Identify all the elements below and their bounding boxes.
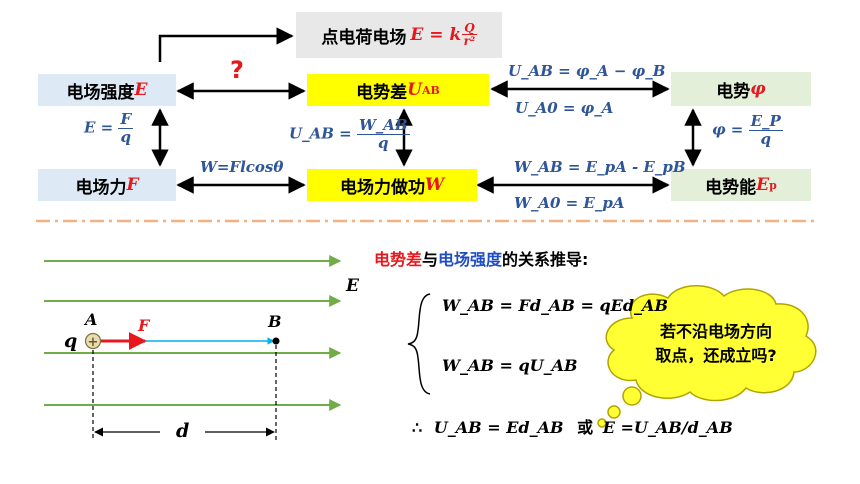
point-b-label: B bbox=[268, 312, 282, 331]
potential-energy-sub: p bbox=[769, 178, 777, 192]
derivation-line3: ∴ U_AB = Ed_AB 或 E =U_AB/d_AB bbox=[412, 414, 733, 438]
potential-box: 电势 φ bbox=[671, 72, 811, 106]
section-title-part2: 与 bbox=[422, 250, 439, 269]
formula-uab-wq-fraction: W_AB q bbox=[356, 116, 410, 152]
formula-wa0-ep: W_A0 = E_pA bbox=[514, 194, 625, 212]
formula-e-fq-num: F bbox=[118, 110, 134, 129]
formula-uab-wq: U_AB = W_AB q bbox=[289, 116, 410, 152]
charge-plus-sign: + bbox=[88, 335, 99, 350]
charge-label-q: q bbox=[64, 330, 78, 352]
formula-e-fq-den: q bbox=[120, 127, 132, 146]
field-strength-label: 电场强度 bbox=[66, 82, 135, 103]
potential-energy-symbol: E bbox=[756, 175, 770, 195]
point-a-label: A bbox=[85, 310, 98, 329]
derivation-line3b: E =U_AB/d_AB bbox=[602, 418, 733, 437]
formula-uab-wq-lhs: U_AB = bbox=[289, 124, 352, 143]
point-charge-label: 点电荷电场 bbox=[321, 27, 407, 48]
field-label-e: E bbox=[346, 276, 359, 296]
point-charge-num: Q bbox=[462, 20, 477, 36]
formula-uab-wq-num: W_AB bbox=[356, 116, 410, 135]
point-b bbox=[272, 337, 280, 345]
work-label: 电场力做功 bbox=[339, 177, 425, 198]
point-charge-fraction: Q r² bbox=[462, 20, 477, 49]
potential-energy-label: 电势能 bbox=[705, 177, 757, 198]
formula-wab-ep: W_AB = E_pA - E_pB bbox=[514, 158, 686, 176]
formula-uab-wq-den: q bbox=[378, 133, 389, 152]
system-brace bbox=[407, 293, 431, 395]
formula-phi-epq-fraction: E_P q bbox=[748, 112, 783, 148]
formula-phi-epq: φ = E_P q bbox=[712, 112, 783, 148]
formula-phi-epq-den: q bbox=[760, 129, 771, 148]
therefore-symbol: ∴ bbox=[412, 418, 423, 437]
section-title-part3: 电场强度 bbox=[438, 250, 503, 269]
question-mark: ? bbox=[230, 56, 244, 84]
point-charge-den: r² bbox=[463, 34, 476, 49]
field-strength-symbol: E bbox=[134, 80, 148, 100]
formula-uab-phi: U_AB = φ_A − φ_B bbox=[508, 62, 666, 80]
section-title: 电势差与电场强度的关系推导: bbox=[374, 246, 588, 270]
derivation-or: 或 bbox=[577, 418, 594, 437]
derivation-line1-text: W_AB = Fd_AB = qEd_AB bbox=[442, 296, 668, 315]
potential-difference-label: 电势差 bbox=[356, 82, 408, 103]
charge-circle bbox=[84, 332, 102, 350]
thought-bubble-line2: 取点，还成立吗? bbox=[655, 346, 777, 365]
derivation-line3a: U_AB = Ed_AB bbox=[433, 418, 564, 437]
field-force-symbol: F bbox=[126, 175, 139, 195]
thought-bubble-dot bbox=[622, 386, 642, 406]
distance-label-d: d bbox=[176, 420, 190, 442]
thought-bubble-dot bbox=[607, 405, 621, 419]
field-strength-box: 电场强度 E bbox=[38, 74, 176, 106]
point-charge-field-box: 点电荷电场 E = k Q r² bbox=[296, 12, 502, 58]
thought-bubble-line1: 若不沿电场方向 bbox=[659, 322, 772, 341]
formula-phi-epq-num: E_P bbox=[748, 112, 783, 131]
arrow-e-to-point-charge bbox=[158, 27, 294, 62]
potential-label: 电势 bbox=[716, 81, 751, 102]
point-charge-formula: E = k bbox=[410, 25, 462, 45]
formula-e-fq: E = F q bbox=[84, 110, 134, 146]
formula-phi-epq-lhs: φ = bbox=[712, 120, 744, 139]
work-symbol: W bbox=[424, 175, 445, 195]
section-title-part1: 电势差 bbox=[374, 250, 423, 269]
section-title-part4: 的关系推导: bbox=[502, 250, 589, 269]
potential-symbol: φ bbox=[750, 79, 766, 99]
potential-difference-sub: AB bbox=[421, 83, 440, 97]
thought-bubble-text: 若不沿电场方向 取点，还成立吗? bbox=[636, 320, 796, 368]
derivation-line2-text: W_AB = qU_AB bbox=[442, 356, 578, 375]
formula-e-fq-fraction: F q bbox=[118, 110, 134, 146]
thought-bubble-dot bbox=[597, 418, 607, 428]
formula-e-fq-lhs: E = bbox=[84, 118, 114, 137]
derivation-line1: W_AB = Fd_AB = qEd_AB bbox=[442, 296, 668, 315]
force-label-f: F bbox=[138, 316, 150, 335]
thought-cloud bbox=[605, 285, 817, 402]
field-force-label: 电场力 bbox=[75, 177, 127, 198]
work-box: 电场力做功 W bbox=[307, 169, 477, 201]
field-force-box: 电场力 F bbox=[38, 169, 176, 201]
formula-w-flcos: W=Flcosθ bbox=[200, 158, 284, 176]
formula-ua0-phi: U_A0 = φ_A bbox=[515, 99, 614, 117]
potential-difference-symbol: U bbox=[407, 80, 422, 100]
derivation-line2: W_AB = qU_AB bbox=[442, 356, 578, 375]
